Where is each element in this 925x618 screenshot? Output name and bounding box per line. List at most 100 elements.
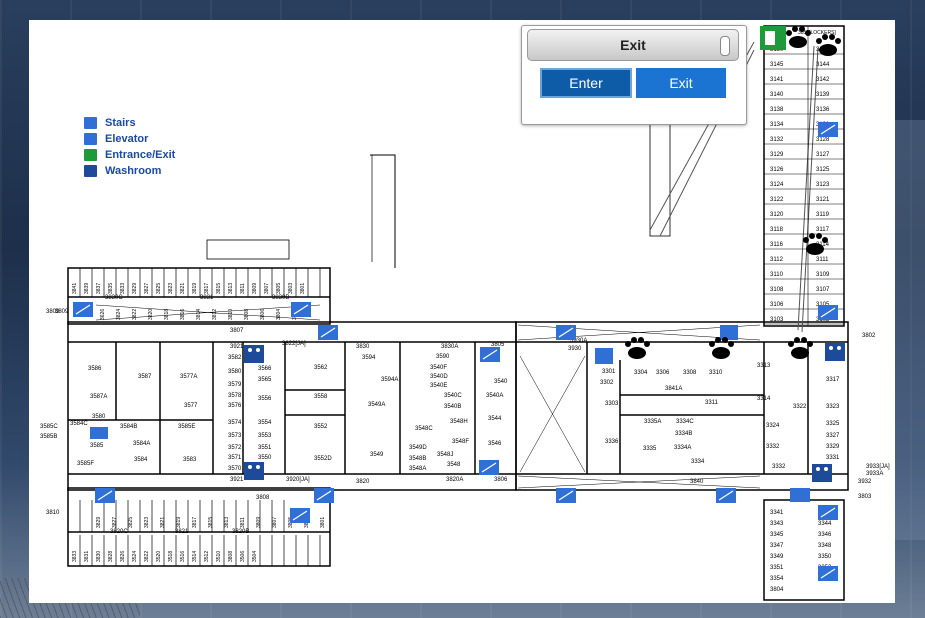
room-label-3512: 3512 <box>204 551 210 562</box>
room-label-3574: 3574 <box>228 420 242 426</box>
room-label-3350: 3350 <box>818 554 832 560</box>
room-label-3807: 3807 <box>272 517 278 528</box>
room-label-3111: 3111 <box>816 257 829 263</box>
wing-label-3820C: 3820C <box>110 529 128 535</box>
room-label-3346: 3346 <box>818 532 832 538</box>
room-label-3336: 3336 <box>605 439 619 445</box>
room-label-3585: 3585 <box>90 443 104 449</box>
room-label-3540A: 3540A <box>486 393 503 399</box>
room-label-3139: 3139 <box>816 92 830 98</box>
mode-select[interactable]: Exit <box>527 29 739 61</box>
room-label-3577A: 3577A <box>180 374 197 380</box>
room-label-3585C: 3585C <box>40 424 58 430</box>
legend-item-stairs: Stairs <box>84 115 175 130</box>
wing-label-3810: 3810 <box>46 510 60 516</box>
room-label-3322: 3322 <box>793 404 807 410</box>
room-label-3807: 3807 <box>264 283 270 294</box>
room-label-3813: 3813 <box>228 283 234 294</box>
room-label-3540C: 3540C <box>444 393 462 399</box>
wing-label-3808: 3808 <box>256 495 270 501</box>
room-label-3329: 3329 <box>826 444 840 450</box>
room-label-3811: 3811 <box>240 517 246 528</box>
room-label-3126: 3126 <box>770 167 784 173</box>
room-label-3317: 3317 <box>826 377 840 383</box>
room-label-3121: 3121 <box>816 197 830 203</box>
stairs-icon <box>84 116 97 129</box>
entrance-exit-marker <box>760 26 786 50</box>
room-label-3817: 3817 <box>192 517 198 528</box>
room-label-3830: 3830 <box>96 551 102 562</box>
room-label-3805: 3805 <box>491 342 505 348</box>
room-label-3932: 3932 <box>858 479 872 485</box>
elevator-icon <box>720 325 738 340</box>
room-label-3514: 3514 <box>192 551 198 562</box>
room-label-3835: 3835 <box>108 283 114 294</box>
room-label-3801: 3801 <box>300 283 306 294</box>
room-label-3118: 3118 <box>770 227 784 233</box>
stairs-glyphs <box>75 124 836 579</box>
room-label-3580: 3580 <box>228 369 242 375</box>
room-label-3808: 3808 <box>228 551 234 562</box>
room-label-3510: 3510 <box>216 551 222 562</box>
room-label-3138: 3138 <box>770 107 784 113</box>
room-label-3811: 3811 <box>240 283 246 294</box>
room-label-3816: 3816 <box>180 309 186 320</box>
room-label-3553: 3553 <box>258 433 272 439</box>
building-walls <box>67 25 849 601</box>
room-label-3132: 3132 <box>770 137 784 143</box>
room-label-3323: 3323 <box>826 404 840 410</box>
room-label-3825: 3825 <box>128 517 134 528</box>
paw-print-icon <box>816 34 841 56</box>
room-label-3313: 3313 <box>757 363 771 369</box>
room-label-3551: 3551 <box>258 445 272 451</box>
room-label-3343: 3343 <box>770 521 784 527</box>
room-label-3594A: 3594A <box>381 377 398 383</box>
room-label-3540F: 3540F <box>430 365 447 371</box>
room-label-3354: 3354 <box>770 576 784 582</box>
room-label-3122: 3122 <box>770 197 784 203</box>
room-label-3815: 3815 <box>216 283 222 294</box>
room-label-3806: 3806 <box>260 309 266 320</box>
room-label-3349: 3349 <box>770 554 784 560</box>
room-label-3583: 3583 <box>183 457 197 463</box>
room-label-3549D: 3549D <box>409 445 427 451</box>
room-label-3314: 3314 <box>757 396 771 402</box>
room-label-3820: 3820 <box>356 479 370 485</box>
room-label-3841A: 3841A <box>665 386 682 392</box>
wing-label-3830C: 3830C <box>105 295 123 301</box>
room-label-3125: 3125 <box>816 167 830 173</box>
room-label-3308: 3308 <box>683 370 697 376</box>
legend-label: Entrance/Exit <box>105 148 176 161</box>
room-label-3311: 3311 <box>705 400 719 406</box>
paw-print-icon <box>625 337 650 359</box>
room-label-3833: 3833 <box>72 551 78 562</box>
room-label-3827: 3827 <box>112 517 118 528</box>
room-label-3524: 3524 <box>132 551 138 562</box>
paw-print-trail <box>625 26 841 359</box>
room-label-3110: 3110 <box>770 272 784 278</box>
room-label-3310: 3310 <box>709 370 723 376</box>
room-label-3829: 3829 <box>132 283 138 294</box>
room-label-3341: 3341 <box>770 510 784 516</box>
room-label-3820: 3820 <box>148 309 154 320</box>
room-label-3142: 3142 <box>816 77 830 83</box>
room-label-3819: 3819 <box>192 283 198 294</box>
wing-label-3831: 3831 <box>200 295 214 301</box>
room-label-3827: 3827 <box>144 283 150 294</box>
floor-plan-map[interactable]: 3150314731453144314131423140313931383136… <box>29 20 895 603</box>
elevator-icon <box>595 348 613 364</box>
room-label-3345: 3345 <box>770 532 784 538</box>
room-label-3570: 3570 <box>228 466 242 472</box>
exit-button[interactable]: Exit <box>636 68 726 98</box>
legend-label: Stairs <box>105 116 136 129</box>
room-label-3540E: 3540E <box>430 383 447 389</box>
washroom-icon <box>84 164 97 177</box>
room-label-3813: 3813 <box>224 517 230 528</box>
room-label-3120: 3120 <box>770 212 784 218</box>
enter-button[interactable]: Enter <box>540 68 632 98</box>
room-label-3347: 3347 <box>770 543 784 549</box>
room-label-3584A: 3584A <box>133 441 150 447</box>
legend-item-washroom: Washroom <box>84 163 175 178</box>
